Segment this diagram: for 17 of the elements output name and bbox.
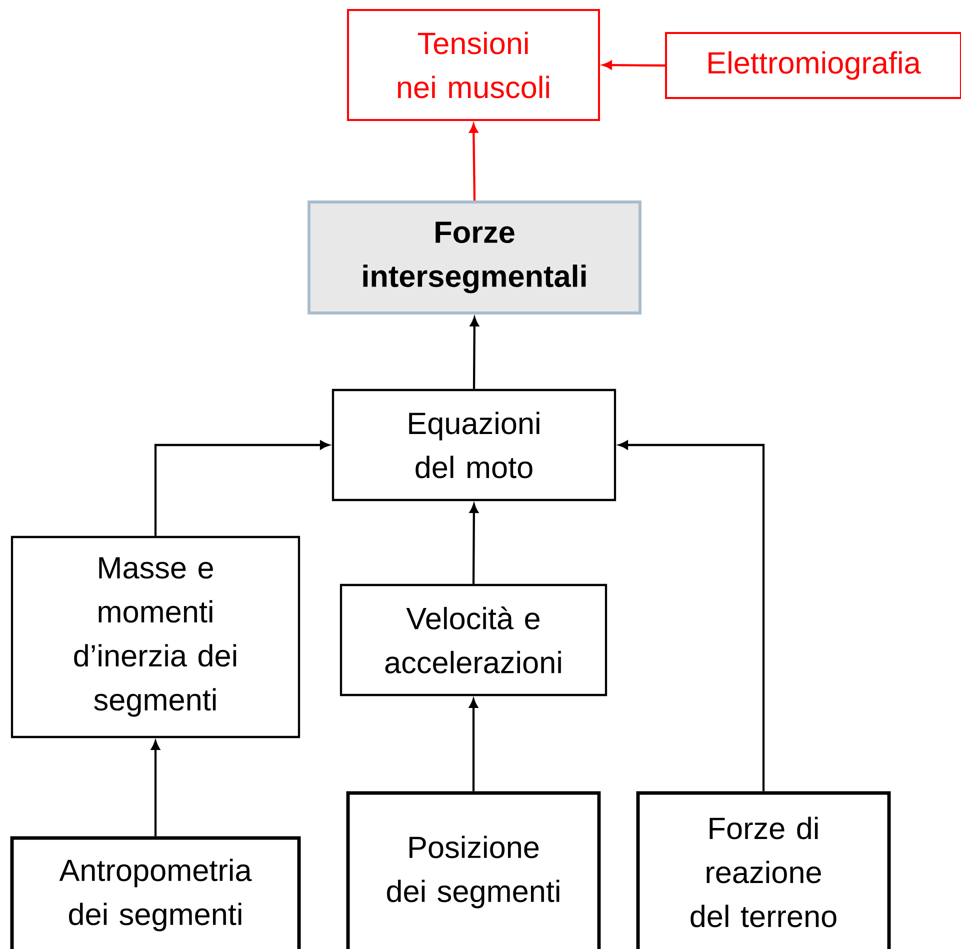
arrow <box>469 124 478 201</box>
process-box: Elettromiografia <box>665 32 961 99</box>
process-box: Tensioni nei muscoli <box>347 9 600 121</box>
arrow <box>469 698 478 792</box>
arrow <box>618 440 765 792</box>
arrow <box>602 60 666 70</box>
input-box: Antropometria dei segmenti <box>10 836 301 949</box>
arrow <box>154 440 330 536</box>
arrow <box>151 740 160 836</box>
result-box: Forze intersegmentali <box>308 200 642 314</box>
input-box: Posizione dei segmenti <box>346 791 601 949</box>
arrow <box>470 504 478 584</box>
process-box: Masse e momenti d’inerzia dei segmenti <box>10 536 300 738</box>
process-box: Velocità e accelerazioni <box>340 584 608 696</box>
input-box: Forze di reazione del terreno <box>636 791 891 949</box>
arrow <box>470 317 479 389</box>
process-box: Equazioni del moto <box>332 388 616 502</box>
